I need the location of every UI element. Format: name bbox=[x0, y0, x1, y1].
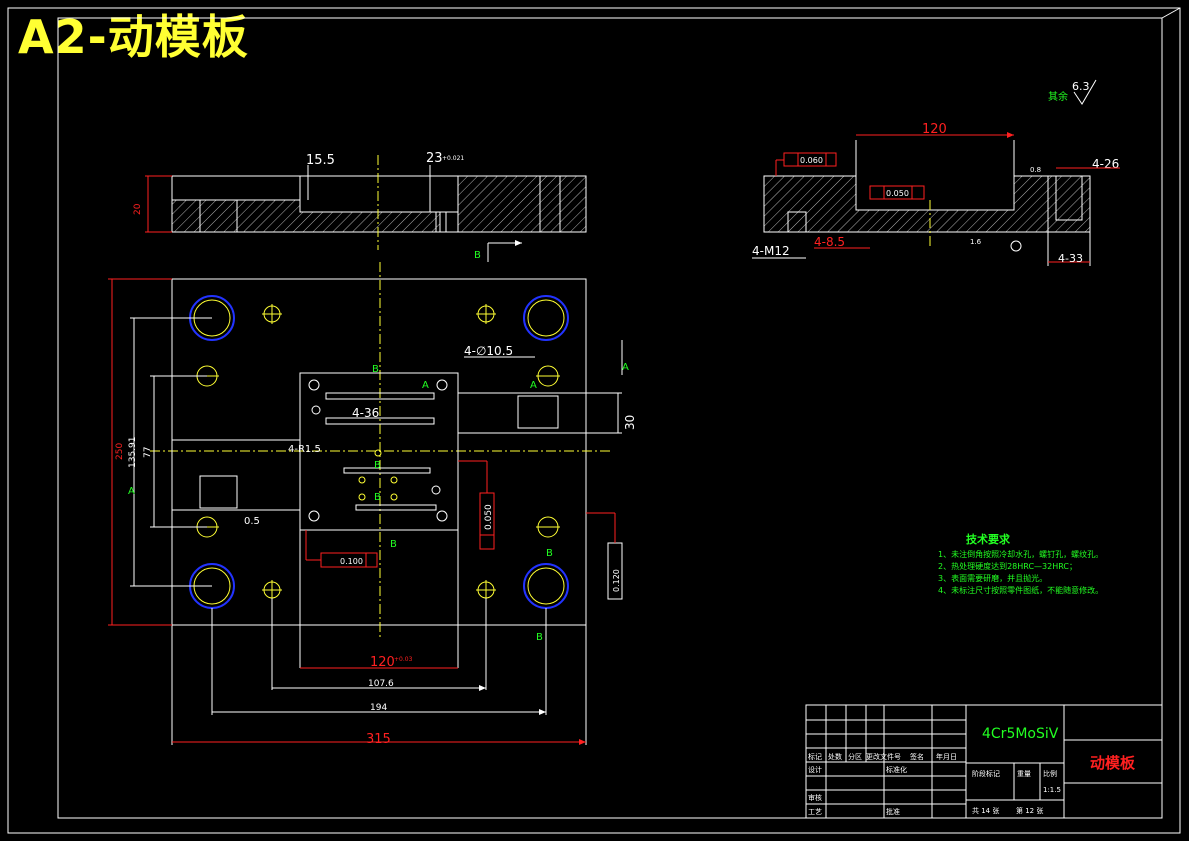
tb-col-mark: 标记 bbox=[808, 752, 822, 761]
svg-text:B: B bbox=[374, 492, 381, 503]
tb-material: 4Cr5MoSiV bbox=[982, 726, 1059, 742]
tech-note-2: 2、热处理硬度达到28HRC—32HRC； bbox=[938, 561, 1077, 571]
svg-text:更改文件号: 更改文件号 bbox=[866, 752, 901, 761]
svg-text:处数: 处数 bbox=[828, 752, 842, 761]
tolerance-frame-0-100: 0.100 bbox=[305, 530, 378, 568]
svg-text:+0.03: +0.03 bbox=[394, 656, 413, 663]
inner-frame bbox=[57, 17, 1163, 819]
svg-text:批准: 批准 bbox=[886, 807, 900, 816]
tech-note-3: 3、表面需要研磨，并且抛光。 bbox=[938, 573, 1047, 583]
title-block: 标记 处数 分区 更改文件号 签名 年月日 设计 标准化 审核 工艺 批准 4C… bbox=[805, 704, 1163, 819]
right-dim-120: 120 bbox=[922, 122, 947, 137]
tech-note-1: 1、未注倒角按照冷却水孔，螺钉孔，螺纹孔。 bbox=[938, 549, 1103, 559]
main-plan-view: 120 +0.03 107.6 194 315 250 135.91 bbox=[108, 262, 637, 747]
roughness-rest: 其余 bbox=[1048, 90, 1068, 103]
dim-4-d10-5: 4-∅10.5 bbox=[464, 344, 513, 358]
svg-text:0.050: 0.050 bbox=[886, 189, 909, 198]
svg-text:年月日: 年月日 bbox=[936, 752, 957, 761]
dim-315: 315 bbox=[366, 732, 391, 747]
svg-text:审核: 审核 bbox=[808, 793, 822, 802]
svg-text:B: B bbox=[372, 364, 379, 375]
dim-23: 23 bbox=[426, 151, 443, 166]
svg-text:0.8: 0.8 bbox=[1030, 166, 1041, 174]
svg-text:签名: 签名 bbox=[910, 752, 924, 761]
svg-text:设计: 设计 bbox=[808, 765, 822, 774]
right-dim-m12: 4-M12 bbox=[752, 244, 790, 258]
svg-text:阶段标记: 阶段标记 bbox=[972, 769, 1000, 778]
tech-notes-heading: 技术要求 bbox=[966, 532, 1011, 546]
tb-sheet-no: 第 12 张 bbox=[1016, 806, 1043, 815]
dim-left-total: 250 bbox=[115, 443, 125, 460]
right-section-view: 120 0.060 0.050 4-26 4-M12 4-8.5 bbox=[752, 79, 1120, 266]
dim-120: 120 bbox=[370, 655, 395, 670]
right-tol-0-050: 0.050 bbox=[869, 185, 925, 200]
dim-left-mid: 135.91 bbox=[128, 437, 138, 469]
svg-text:0.050: 0.050 bbox=[484, 504, 494, 530]
right-dim-8-5: 4-8.5 bbox=[814, 235, 845, 249]
svg-text:A: A bbox=[530, 380, 537, 391]
dim-15-5: 15.5 bbox=[306, 153, 335, 168]
outer-frame bbox=[7, 7, 1181, 834]
svg-text:B: B bbox=[374, 460, 381, 471]
svg-text:分区: 分区 bbox=[848, 752, 862, 761]
roughness-value: 6.3 bbox=[1072, 80, 1090, 93]
dim-4-36: 4-36 bbox=[352, 406, 379, 420]
dim-left-small: 77 bbox=[143, 447, 153, 458]
dim-height: 20 bbox=[133, 203, 143, 215]
label-a-left: A bbox=[128, 486, 135, 497]
svg-text:0.120: 0.120 bbox=[612, 569, 621, 592]
section-marker-b: B bbox=[474, 250, 481, 261]
tb-sheets-total: 共 14 张 bbox=[972, 806, 999, 815]
svg-text:B: B bbox=[536, 632, 543, 643]
tolerance-frame-0-120: 0.120 bbox=[586, 512, 623, 600]
tb-part-name: 动模板 bbox=[1090, 754, 1136, 772]
tolerance-frame-0-050: 0.050 bbox=[458, 460, 495, 550]
guide-hole-tr bbox=[523, 295, 569, 341]
svg-text:B: B bbox=[390, 539, 397, 550]
svg-text:标准化: 标准化 bbox=[886, 765, 907, 774]
right-dim-4-33: 4-33 bbox=[1058, 252, 1083, 265]
tech-notes: 技术要求 1、未注倒角按照冷却水孔，螺钉孔，螺纹孔。 2、热处理硬度达到28HR… bbox=[938, 532, 1103, 595]
dim-0-5: 0.5 bbox=[244, 516, 260, 527]
tb-scale-value: 1:1.5 bbox=[1043, 786, 1061, 794]
tech-note-4: 4、未标注尺寸按照零件图纸，不能随意修改。 bbox=[938, 585, 1103, 595]
svg-text:0.100: 0.100 bbox=[340, 557, 363, 566]
svg-text:A: A bbox=[622, 362, 629, 373]
dim-30: 30 bbox=[623, 415, 637, 430]
svg-text:0.060: 0.060 bbox=[800, 156, 823, 165]
svg-text:比例: 比例 bbox=[1043, 769, 1057, 778]
drawing-title: A2-动模板 bbox=[18, 10, 249, 64]
right-dim-26: 4-26 bbox=[1092, 157, 1119, 171]
right-tol-0-060: 0.060 bbox=[775, 152, 837, 176]
svg-text:A: A bbox=[422, 380, 429, 391]
dim-4-r1-5: 4-R1.5 bbox=[288, 444, 321, 455]
top-section-view: 15.5 23 +0.021 20 B bbox=[133, 151, 587, 262]
svg-text:1.6: 1.6 bbox=[970, 238, 982, 246]
dim-194: 194 bbox=[370, 703, 387, 713]
dim-107-6: 107.6 bbox=[368, 679, 394, 689]
guide-hole-br bbox=[523, 563, 569, 609]
svg-text:重量: 重量 bbox=[1017, 770, 1031, 778]
svg-text:B: B bbox=[546, 548, 553, 559]
svg-text:工艺: 工艺 bbox=[808, 808, 822, 816]
dim-23-tol: +0.021 bbox=[442, 155, 464, 162]
